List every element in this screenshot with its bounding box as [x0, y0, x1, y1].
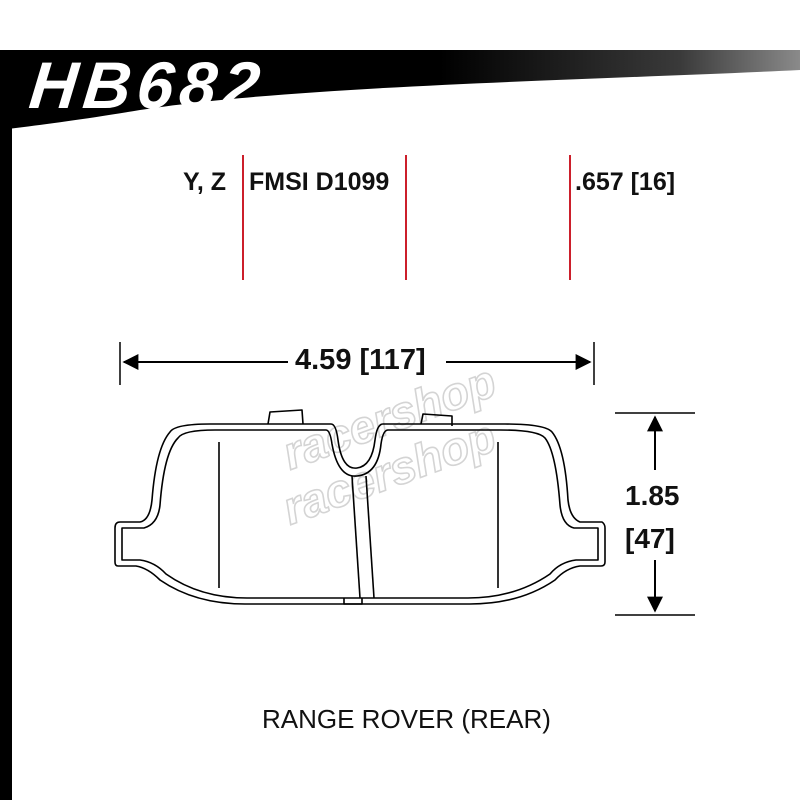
- vehicle-caption: RANGE ROVER (REAR): [262, 704, 551, 734]
- fmsi-code: FMSI D1099: [249, 168, 390, 196]
- width-dimension-label: 4.59 [117]: [295, 344, 426, 376]
- pad-thickness: .657 [16]: [575, 168, 676, 196]
- watermark: racershop racershop: [275, 354, 503, 536]
- height-dimension: [615, 412, 695, 616]
- height-dimension-mm: [47]: [625, 523, 675, 554]
- left-border-rule: [0, 130, 12, 800]
- height-dimension-inches: 1.85: [625, 480, 680, 511]
- width-dimension: [119, 342, 595, 385]
- header-bar-shape: [0, 50, 800, 130]
- brake-pad-outline: [114, 409, 606, 605]
- compound-codes: Y, Z: [183, 168, 227, 196]
- header-bar: [0, 0, 800, 130]
